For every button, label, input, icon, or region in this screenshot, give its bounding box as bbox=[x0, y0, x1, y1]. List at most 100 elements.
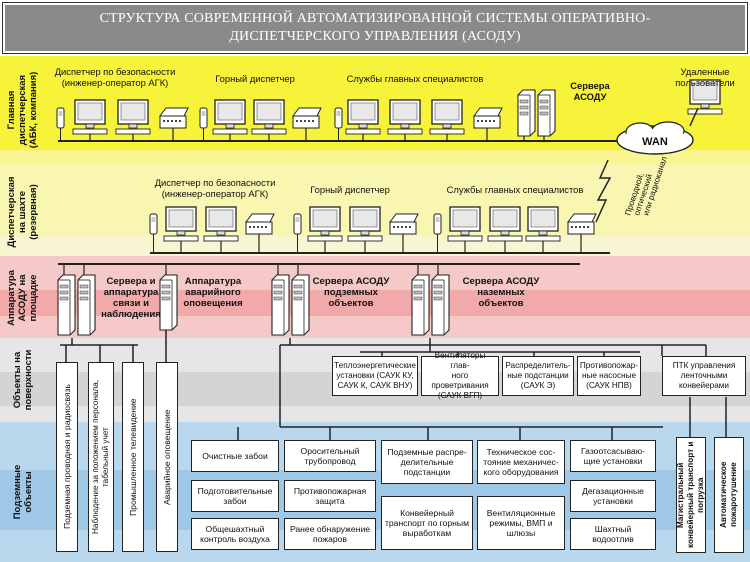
underground-item: Вентиляционные режимы, ВМП и шлюзы bbox=[477, 496, 565, 550]
band-main-fade bbox=[0, 150, 750, 164]
underground-item: Оросительный трубопровод bbox=[284, 440, 376, 472]
underground-radio-box: Подземная проводная и радиосвязь bbox=[56, 362, 78, 552]
underground-tv-box: Промышленное телевидение bbox=[122, 362, 144, 552]
wan-cloud: WAN bbox=[616, 121, 694, 155]
phone-icon bbox=[149, 213, 158, 253]
svg-text:поверхности: поверхности bbox=[23, 349, 34, 410]
side-label-underground: Подземные объекты bbox=[12, 465, 34, 520]
printer-icon bbox=[159, 107, 189, 141]
surface-substations-box: Распределитель-ные подстанции(САУК Э) bbox=[502, 356, 574, 396]
printer-icon bbox=[473, 107, 503, 141]
server-icon bbox=[411, 264, 430, 336]
underground-trunk-box: Магистральный конвейерный транспорт и по… bbox=[676, 437, 706, 553]
computer-icon bbox=[387, 99, 423, 141]
server-icon bbox=[517, 89, 536, 141]
side-label-reserve: Диспетчерская на шахте (резервная) bbox=[6, 177, 39, 248]
underground-item: Противопожарная защита bbox=[284, 480, 376, 512]
server-icon bbox=[431, 264, 450, 336]
computer-icon bbox=[163, 206, 199, 253]
underground-item: Очистные забои bbox=[191, 440, 279, 472]
server-icon bbox=[291, 264, 310, 336]
svg-text:Аппаратура: Аппаратура bbox=[6, 269, 17, 326]
server-icon bbox=[57, 264, 76, 336]
underground-item: Техническое сос-тояние механичес-кого об… bbox=[477, 440, 565, 484]
computer-icon bbox=[345, 99, 381, 141]
main-devices bbox=[56, 79, 723, 141]
phone-icon bbox=[199, 107, 208, 141]
printer-icon bbox=[567, 213, 597, 253]
wan-to-remote bbox=[689, 107, 699, 127]
underground-item: Ранее обнаружение пожаров bbox=[284, 518, 376, 550]
phone-icon bbox=[433, 213, 442, 253]
phone-icon bbox=[334, 107, 343, 141]
side-label-main: Главная диспетчерская (АБК, компания) bbox=[6, 72, 39, 149]
computer-icon bbox=[447, 206, 483, 253]
svg-text:(резервная): (резервная) bbox=[28, 184, 39, 240]
svg-text:Диспетчерская: Диспетчерская bbox=[6, 177, 17, 248]
computer-icon bbox=[525, 206, 561, 253]
underground-item: Конвейерный транспорт по горным выработк… bbox=[381, 496, 473, 550]
underground-item: Газоотсасываю-щие установки bbox=[570, 440, 656, 472]
printer-icon bbox=[245, 213, 275, 253]
printer-icon bbox=[292, 107, 322, 141]
reserve-specialists-label: Службы главных специалистов bbox=[446, 184, 584, 195]
svg-text:АСОДУ на: АСОДУ на bbox=[17, 274, 28, 322]
computer-icon bbox=[251, 99, 287, 141]
main-security-label: Диспетчер по безопасности(инженер-операт… bbox=[54, 66, 176, 88]
underground-autofire-box: Автоматическое пожаротушение bbox=[714, 437, 744, 553]
computer-icon bbox=[203, 206, 239, 253]
underground-item: Подземные распре-делительные подстанции bbox=[381, 440, 473, 484]
svg-text:Объекты на: Объекты на bbox=[12, 351, 23, 408]
title-line-2: ДИСПЕТЧЕРСКОГО УПРАВЛЕНИЯ (АСОДУ) bbox=[229, 29, 521, 44]
computer-icon bbox=[687, 79, 723, 115]
computer-icon bbox=[347, 206, 383, 253]
side-label-surface: Объекты на поверхности bbox=[12, 349, 34, 410]
computer-icon bbox=[212, 99, 248, 141]
main-mining-label: Горный диспетчер bbox=[215, 73, 295, 84]
side-label-equipment: Аппаратура АСОДУ на площадке bbox=[6, 269, 39, 326]
svg-text:площадке: площадке bbox=[28, 275, 39, 322]
computer-icon bbox=[429, 99, 465, 141]
computer-icon bbox=[72, 99, 108, 141]
svg-text:Главная: Главная bbox=[6, 91, 17, 130]
page-title: СТРУКТУРА СОВРЕМЕННОЙ АВТОМАТИЗИРОВАННОЙ… bbox=[2, 2, 748, 54]
server-icon bbox=[537, 89, 556, 141]
svg-text:на шахте: на шахте bbox=[17, 191, 28, 233]
computer-icon bbox=[115, 99, 151, 141]
link-lightning-icon bbox=[595, 159, 612, 223]
reserve-mining-label: Горный диспетчер bbox=[310, 184, 390, 195]
underground-item: Дегазационные установки bbox=[570, 480, 656, 512]
surface-fire-pumps-box: Противопожар-ные насосные(САУК НПВ) bbox=[577, 356, 641, 396]
svg-text:объекты: объекты bbox=[23, 471, 34, 512]
band-equipment-mid bbox=[0, 290, 750, 316]
wan-label: WAN bbox=[642, 136, 668, 148]
connector-lines bbox=[60, 330, 727, 440]
underground-item: Общешахтный контроль воздуха bbox=[191, 518, 279, 550]
phone-icon bbox=[293, 213, 302, 253]
server-icon bbox=[271, 264, 290, 336]
svg-text:(АБК, компания): (АБК, компания) bbox=[28, 72, 39, 149]
svg-text:Подземные: Подземные bbox=[12, 465, 23, 520]
reserve-security-label: Диспетчер по безопасности(инженер-операт… bbox=[154, 177, 276, 199]
printer-icon bbox=[389, 213, 419, 253]
phone-icon bbox=[56, 107, 65, 141]
title-line-1: СТРУКТУРА СОВРЕМЕННОЙ АВТОМАТИЗИРОВАННОЙ… bbox=[99, 11, 651, 26]
server-towers bbox=[57, 264, 450, 336]
underground-item: Шахтный водоотлив bbox=[570, 518, 656, 550]
computer-icon bbox=[487, 206, 523, 253]
svg-text:диспетчерская: диспетчерская bbox=[17, 75, 28, 145]
reserve-devices bbox=[149, 206, 597, 253]
server-icon bbox=[77, 264, 96, 336]
underground-tracking-box: Наблюдение за положением персонала, табе… bbox=[88, 362, 114, 552]
surface-fans-box: Вентиляторы глав-ного проветривания(САУК… bbox=[421, 351, 499, 400]
main-specialists-label: Службы главных специалистов bbox=[346, 73, 484, 84]
underground-alarm-box: Аварийное оповещение bbox=[156, 362, 178, 552]
